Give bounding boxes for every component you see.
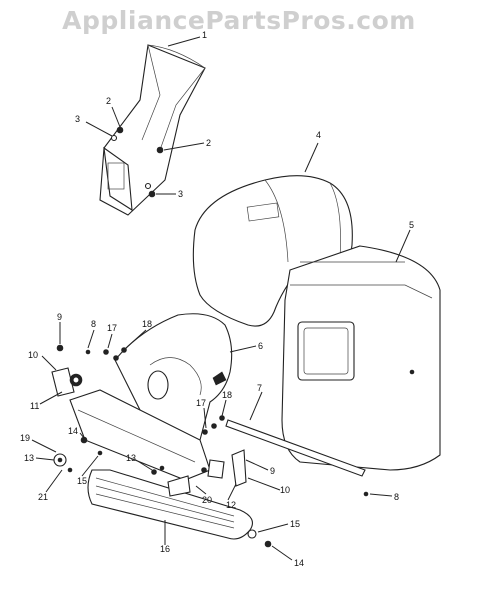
- callout-1: 1: [202, 30, 207, 40]
- callout-8a: 8: [91, 319, 96, 329]
- callout-8b: 8: [394, 492, 399, 502]
- callout-15a: 15: [77, 476, 87, 486]
- callout-20: 20: [202, 495, 212, 505]
- leader-lines: [31, 322, 393, 561]
- discharge-chute[interactable]: [99, 44, 206, 216]
- callout-3a: 3: [75, 114, 80, 124]
- callout-19: 19: [20, 433, 30, 443]
- callout-9a: 9: [57, 312, 62, 322]
- callout-21: 21: [38, 492, 48, 502]
- callout-10a: 10: [28, 350, 38, 360]
- callout-13a: 13: [24, 453, 34, 463]
- callout-15b: 15: [290, 519, 300, 529]
- callout-14b: 14: [294, 558, 304, 568]
- right-bracket[interactable]: [167, 449, 247, 497]
- callout-16: 16: [160, 544, 170, 554]
- callout-12: 12: [226, 500, 236, 510]
- callout-3b: 3: [178, 189, 183, 199]
- callout-7: 7: [257, 383, 262, 393]
- callout-18b: 18: [222, 390, 232, 400]
- callout-2b: 2: [206, 138, 211, 148]
- left-bracket[interactable]: [51, 367, 83, 397]
- callout-9b: 9: [270, 466, 275, 476]
- callout-17a: 17: [107, 323, 117, 333]
- callout-17b: 17: [196, 398, 206, 408]
- callout-2a: 2: [106, 96, 111, 106]
- impeller-housing[interactable]: [114, 313, 233, 444]
- shave-plate[interactable]: [225, 419, 366, 477]
- callout-18a: 18: [142, 319, 152, 329]
- callout-13b: 13: [126, 453, 136, 463]
- callout-5: 5: [409, 220, 414, 230]
- callout-6: 6: [258, 341, 263, 351]
- chute-hardware[interactable]: [110, 126, 164, 198]
- callout-14a: 14: [68, 426, 78, 436]
- callout-labels: 1 2 2 3 3 4 5 6 7 8 8 9 9 10 10 11 12 13…: [20, 30, 414, 568]
- hardware-fasteners[interactable]: [53, 344, 369, 548]
- auger-housing[interactable]: [281, 245, 441, 471]
- callout-11: 11: [30, 401, 39, 411]
- scraper-bar[interactable]: [87, 469, 253, 540]
- callout-4: 4: [316, 130, 321, 140]
- callout-10b: 10: [280, 485, 290, 495]
- watermark-logo: AppliancePartsPros.com: [62, 6, 416, 35]
